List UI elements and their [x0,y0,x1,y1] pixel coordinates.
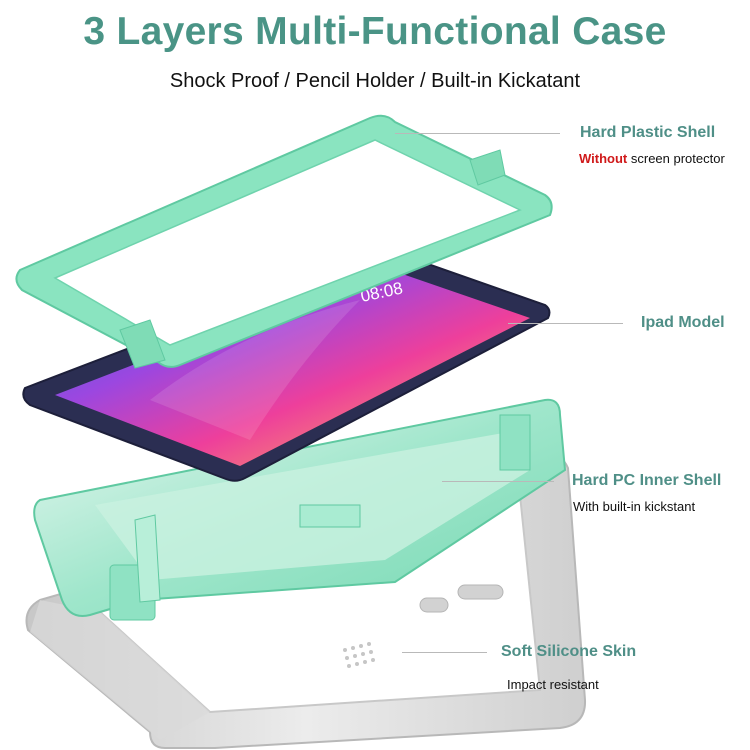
callout-line-inner-shell [442,481,554,482]
label-hard-plastic-shell: Hard Plastic Shell [580,124,716,141]
page-title: 3 Layers Multi-Functional Case [83,10,667,53]
callout-line-ipad-model [508,323,623,324]
tablet-model-illustration: 08:08 [22,247,551,482]
hard-pc-inner-shell-illustration [33,398,567,621]
desc-soft-silicone-skin: Impact resistant [507,677,599,692]
label-hard-pc-inner-shell: Hard PC Inner Shell [572,472,722,489]
desc-hard-pc-inner-shell: With built-in kickstant [573,499,696,514]
label-soft-silicone-skin: Soft Silicone Skin [501,643,637,660]
page-subtitle: Shock Proof / Pencil Holder / Built-in K… [169,70,581,92]
callout-line-silicone-skin [402,652,487,653]
desc-highlight-without: Without [579,151,628,166]
desc-hard-plastic-shell: Without screen protector [579,151,725,166]
label-ipad-model: Ipad Model [641,314,725,331]
hard-plastic-shell-illustration [15,114,553,369]
callout-line-plastic-shell [395,133,560,134]
desc-screen-protector: screen protector [627,151,725,166]
